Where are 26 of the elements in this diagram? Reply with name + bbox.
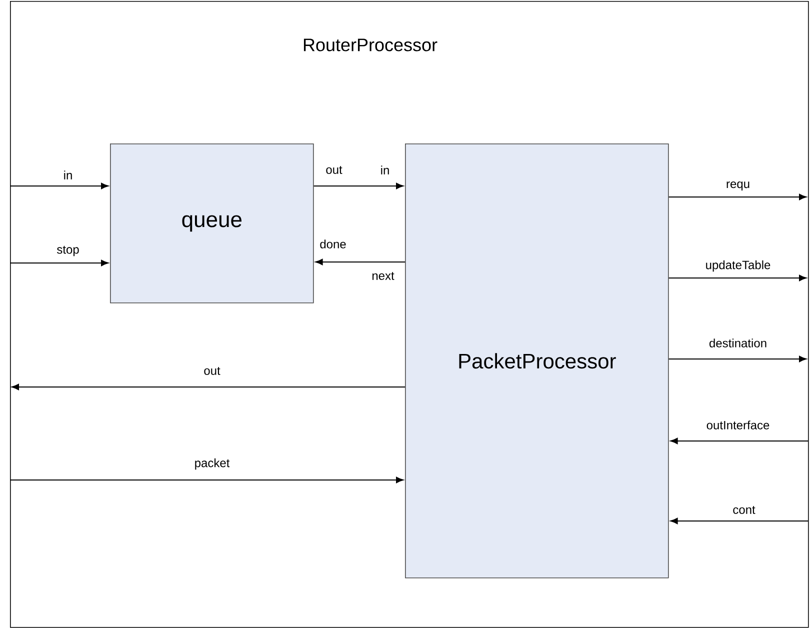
arrow	[670, 518, 808, 524]
arrow	[10, 476, 404, 484]
arrow	[313, 182, 404, 190]
port-label: next	[372, 272, 394, 280]
arrow	[668, 356, 807, 362]
edge-label: cont	[733, 506, 756, 514]
arrow	[11, 384, 406, 390]
edge-label: in	[64, 170, 72, 180]
edge-label: outInterface	[706, 420, 770, 430]
arrow	[10, 182, 109, 190]
port-label: in	[381, 166, 389, 174]
edge-label: updateTable	[706, 260, 770, 272]
arrow	[668, 194, 807, 200]
arrow	[670, 438, 808, 444]
edge-label: out	[326, 166, 342, 174]
edge-label: done	[320, 240, 346, 248]
arrow	[10, 260, 109, 266]
arrow	[315, 258, 406, 266]
edge-label: destination	[709, 338, 766, 348]
edge-label: requ	[726, 182, 750, 190]
edge-label: stop	[57, 246, 79, 256]
process-box: queue	[110, 144, 314, 304]
process-box: PacketProcessor	[405, 144, 669, 578]
edge-label: packet	[195, 458, 230, 470]
edge-label: out	[204, 367, 220, 375]
arrow	[668, 274, 807, 282]
